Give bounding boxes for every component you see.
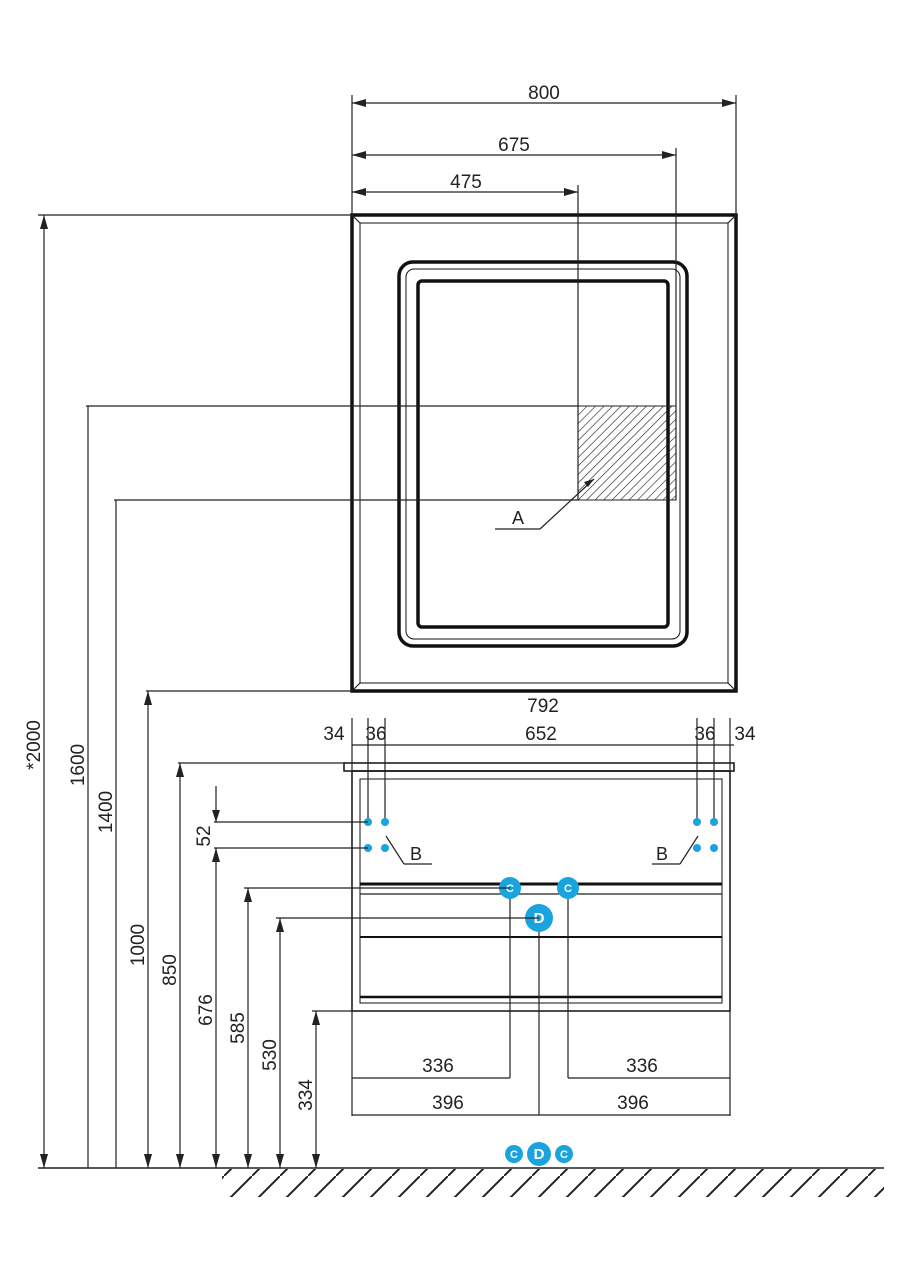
floor: [38, 1167, 884, 1197]
label-b-left: B: [410, 844, 422, 864]
floor-marker-c-right: C: [560, 1149, 568, 1161]
dim-36-right: 36: [694, 724, 715, 745]
bottom-dimensions: 336 336 396 396: [351, 1011, 731, 1116]
height-585: 585: [228, 1012, 249, 1044]
dim-800: 800: [528, 83, 560, 104]
height-1600: 1600: [68, 744, 89, 786]
height-dimensions: *2000 1600 1400 1000 850 52 676 585: [24, 214, 578, 1168]
dim-675: 675: [498, 135, 530, 156]
mirror: [350, 213, 738, 693]
label-b-right: B: [656, 844, 668, 864]
floor-markers: C C D: [505, 1142, 573, 1166]
dim-396-left: 396: [432, 1093, 464, 1114]
height-334: 334: [296, 1079, 317, 1111]
mounting-points-b: B B: [364, 818, 718, 865]
floor-marker-c-left: C: [510, 1149, 518, 1161]
marker-c-right: C: [564, 883, 572, 895]
dim-792: 792: [527, 696, 559, 717]
dim-336-left: 336: [422, 1056, 454, 1077]
hatched-area-a: [577, 405, 677, 501]
height-1000: 1000: [128, 924, 149, 966]
label-a-text: A: [512, 508, 524, 528]
height-530: 530: [260, 1039, 281, 1071]
dim-652: 652: [525, 724, 557, 745]
floor-marker-d: D: [534, 1146, 545, 1163]
marker-d: D: [534, 910, 545, 927]
dim-34-left: 34: [323, 724, 345, 745]
dim-336-right: 336: [626, 1056, 658, 1077]
dim-36-left: 36: [365, 724, 386, 745]
height-850: 850: [160, 954, 181, 986]
dim-34-right: 34: [734, 724, 756, 745]
dim-475: 475: [450, 172, 482, 193]
height-2000: *2000: [24, 720, 45, 770]
height-52: 52: [194, 825, 215, 846]
height-676: 676: [196, 994, 217, 1026]
height-1400: 1400: [96, 791, 117, 833]
cabinet: [343, 762, 735, 1012]
marker-c-left: C: [506, 883, 514, 895]
label-a: A: [495, 478, 595, 530]
top-dimensions: 800 675 475: [351, 83, 737, 500]
cabinet-dimensions: 792 34 36 652 36 34: [323, 696, 756, 820]
dim-396-right: 396: [617, 1093, 649, 1114]
